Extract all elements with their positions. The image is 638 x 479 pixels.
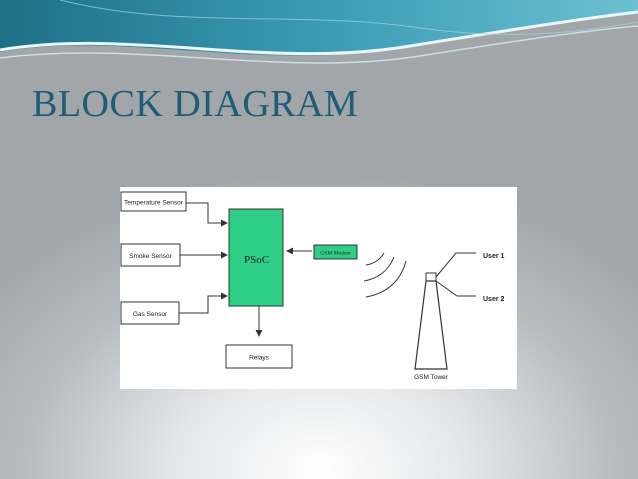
slide-banner-decoration [0, 0, 638, 80]
smoke-sensor-label: Smoke Sensor [129, 253, 172, 260]
relays-block: Relays [226, 345, 292, 368]
tower-to-user1-link [436, 253, 476, 277]
slide-title: BLOCK DIAGRAM [32, 82, 358, 126]
gsm-tower-icon: GSM Tower [414, 273, 449, 381]
radio-waves-icon [364, 253, 406, 297]
gas-to-psoc-arrow [179, 296, 227, 313]
psoc-label: PSoC [244, 254, 269, 266]
user1-label: User 1 [483, 253, 505, 260]
tower-to-user2-link [436, 281, 476, 296]
smoke-sensor-block: Smoke Sensor [121, 244, 180, 266]
temperature-to-psoc-arrow [186, 203, 227, 223]
user2-label: User 2 [483, 296, 505, 303]
relays-label: Relays [249, 355, 270, 362]
block-diagram: Temperature Sensor Smoke Sensor Gas Sens… [120, 187, 517, 389]
temperature-sensor-label: Temperature Sensor [124, 200, 184, 207]
temperature-sensor-block: Temperature Sensor [121, 192, 186, 211]
gas-sensor-label: Gas Sensor [133, 311, 168, 318]
psoc-block: PSoC [229, 209, 283, 306]
gas-sensor-block: Gas Sensor [121, 302, 179, 324]
gsm-modem-label: GSM Modem [320, 251, 351, 257]
gsm-tower-label: GSM Tower [414, 374, 449, 381]
gsm-modem-block: GSM Modem [314, 245, 357, 259]
